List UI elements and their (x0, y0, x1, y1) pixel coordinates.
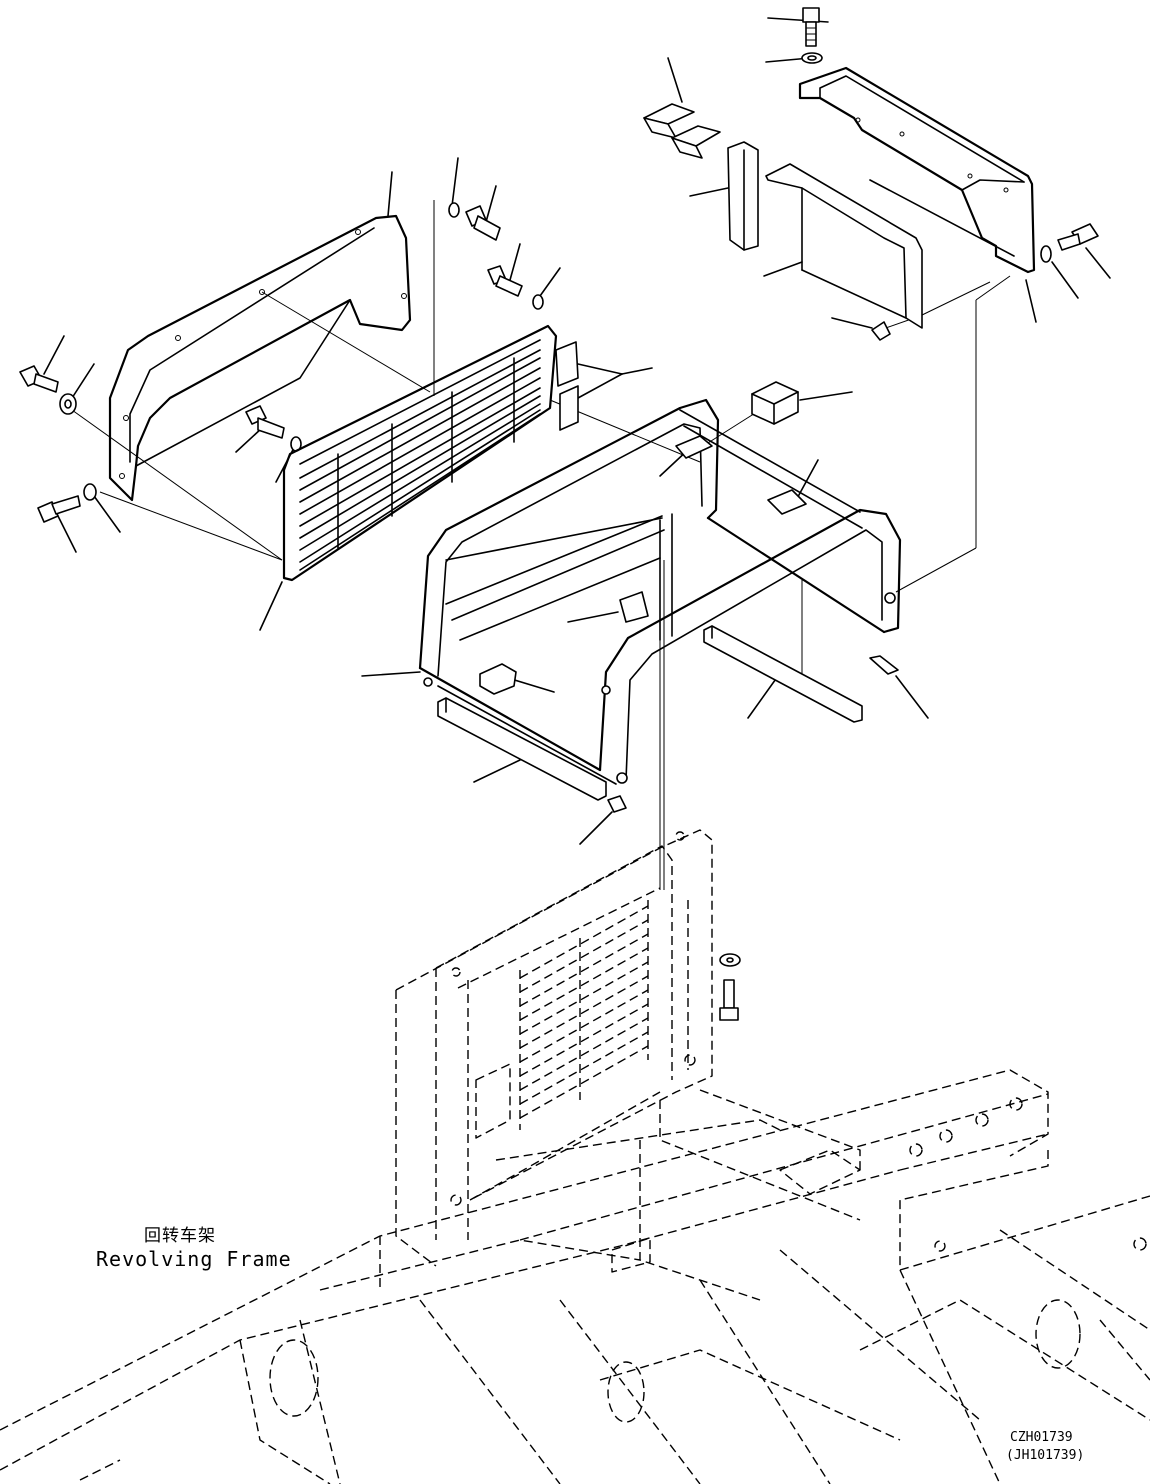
louver-grille (282, 324, 579, 582)
revolving-frame-dashed (0, 1069, 1150, 1484)
frame-label-chinese: 回转车架 (144, 1226, 216, 1246)
left-side-cover (108, 214, 412, 502)
drawing-code: CZH01739 (1010, 1430, 1073, 1445)
support-frame (418, 398, 902, 785)
rubber-blocks (479, 381, 899, 813)
seal-strips (437, 625, 863, 801)
radiator-core-dashed (395, 829, 741, 1267)
drawing-code-reference: (JH101739) (1006, 1448, 1085, 1463)
frame-label-english: Revolving Frame (96, 1247, 292, 1271)
top-cover-assembly (643, 7, 1099, 341)
left-bolts (19, 202, 544, 523)
leader-lines (43, 17, 1111, 845)
